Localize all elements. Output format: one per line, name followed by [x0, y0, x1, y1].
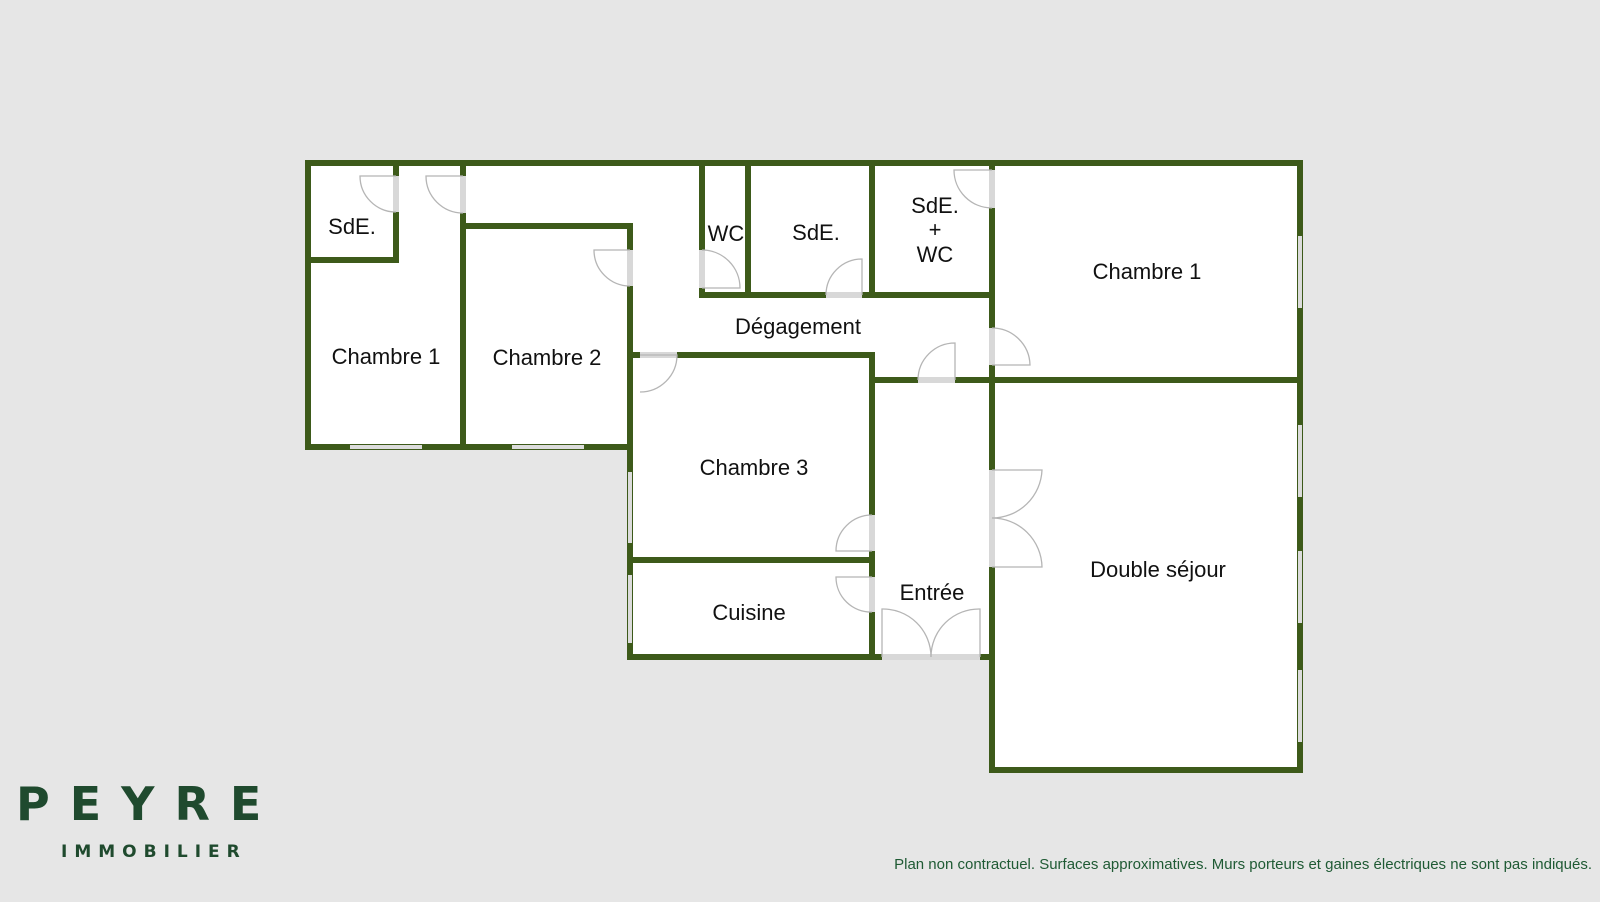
room-label-chambre-1-right: Chambre 1: [1093, 259, 1202, 284]
logo-sub-text: IMMOBILIER: [61, 842, 247, 862]
room-label-sde-wc-2: +: [929, 217, 942, 242]
room-label-sde-wc-3: WC: [917, 242, 954, 267]
disclaimer-text: Plan non contractuel. Surfaces approxima…: [894, 856, 1592, 873]
room-label-degagement: Dégagement: [735, 314, 861, 339]
floor-fill: [308, 163, 1300, 770]
room-label-sde-left: SdE.: [328, 214, 376, 239]
brand-logo: PEYRE IMMOBILIER: [16, 780, 281, 862]
room-label-wc: WC: [708, 221, 745, 246]
room-label-chambre-1-left: Chambre 1: [332, 344, 441, 369]
windows: [350, 236, 1302, 742]
logo-main-text: PEYRE: [16, 777, 282, 831]
room-label-entree: Entrée: [900, 580, 965, 605]
room-label-chambre-3: Chambre 3: [700, 455, 809, 480]
room-label-double-sejour: Double séjour: [1090, 557, 1226, 582]
room-label-chambre-2: Chambre 2: [493, 345, 602, 370]
room-label-cuisine: Cuisine: [712, 600, 785, 625]
room-label-sde-mid: SdE.: [792, 220, 840, 245]
door-swings: [359, 169, 1043, 658]
room-label-sde-wc-1: SdE.: [911, 193, 959, 218]
